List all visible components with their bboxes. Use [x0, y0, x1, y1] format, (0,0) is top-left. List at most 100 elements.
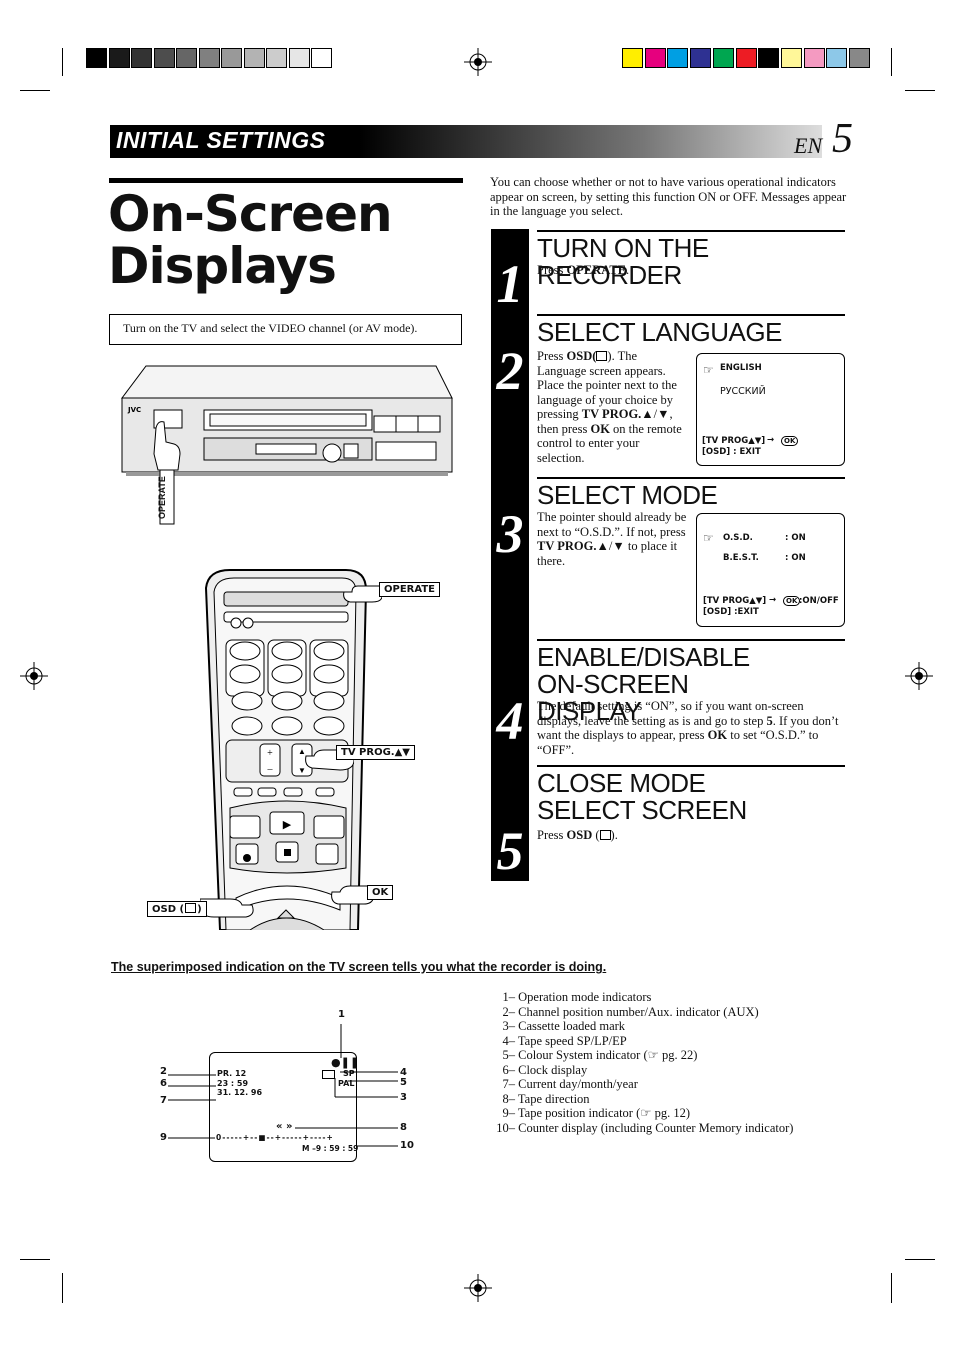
- pointer-icon: ☞: [703, 531, 714, 545]
- body-key: OK: [707, 728, 728, 742]
- gray-swatch: [86, 48, 107, 68]
- step-number: 3: [496, 504, 524, 564]
- body-text: , then press: [537, 407, 673, 436]
- legend-text: Counter display (including Counter Memor…: [515, 1120, 794, 1135]
- step-heading: TURN ON THE RECORDER: [537, 233, 709, 290]
- crop-mark: [891, 1273, 892, 1303]
- title-rule: [109, 178, 463, 183]
- color-swatch: [712, 48, 734, 68]
- crop-mark: [20, 90, 50, 91]
- crop-mark: [891, 48, 892, 76]
- language-label: EN: [794, 133, 823, 158]
- step-heading: SELECT LANGUAGE: [537, 317, 782, 347]
- section-header-band: [110, 125, 822, 158]
- body-key: OSD: [566, 349, 593, 363]
- body-text: (: [592, 828, 600, 842]
- registration-mark-icon: [905, 662, 933, 690]
- counter-display: M –9 : 59 : 59: [302, 1144, 359, 1153]
- step-number: 5: [496, 821, 524, 881]
- arrow-right-icon: →: [769, 595, 777, 605]
- screen-footer: [OSD] :EXIT: [703, 607, 759, 617]
- hand-pointer-icon: [343, 585, 382, 603]
- legend-item: 3– Cassette loaded mark: [490, 1019, 626, 1034]
- cassette-icon: [322, 1070, 335, 1079]
- callout-number: 4: [400, 1067, 407, 1078]
- svg-text:▶: ▶: [283, 819, 292, 831]
- mode-screen: ☞ O.S.D. : ON B.E.S.T. : ON [TV PROG▲▼] …: [696, 513, 845, 627]
- ok-icon: OK: [781, 436, 799, 446]
- remote-ok-label: OK: [367, 885, 394, 900]
- svg-text:–: –: [267, 764, 274, 775]
- callout-number: 3: [400, 1092, 407, 1103]
- legend-number: 9–: [502, 1106, 516, 1120]
- reference-pointer-icon: ☞: [640, 1106, 655, 1120]
- color-swatch: [758, 48, 780, 68]
- legend-number: 4–: [502, 1033, 516, 1048]
- body-key: 5: [766, 713, 773, 728]
- svg-text:+: +: [267, 748, 273, 759]
- step-rule: [537, 765, 845, 767]
- step-body: Press OPERATE.: [537, 263, 837, 278]
- body-key: OPERATE: [566, 263, 627, 277]
- ok-icon: OK: [783, 596, 801, 606]
- legend-text: Operation mode indicators: [515, 990, 652, 1004]
- gray-swatch: [198, 48, 220, 68]
- page-title: On-Screen Displays: [108, 185, 393, 295]
- body-text: Press: [537, 349, 567, 363]
- crop-mark: [62, 48, 63, 76]
- body-text: to place it there.: [537, 539, 678, 568]
- osd-icon: [185, 903, 197, 913]
- legend-text: Colour System indicator (: [515, 1048, 648, 1062]
- body-text: on the remote control to enter your sele…: [537, 421, 682, 465]
- body-key: TV PROG.▲: [581, 407, 654, 421]
- legend-item: 4– Tape speed SP/LP/EP: [490, 1034, 627, 1049]
- step-body: The default setting is “ON”, so if you w…: [537, 699, 839, 757]
- legend-number: 6–: [502, 1062, 516, 1077]
- colour-system: PAL: [338, 1079, 355, 1088]
- osd-icon: [599, 830, 611, 840]
- legend-number: 3–: [502, 1019, 516, 1033]
- step-number-bar: [491, 229, 529, 881]
- arrow-right-icon: →: [767, 435, 775, 445]
- hand-pointer-icon: [200, 898, 254, 918]
- body-text: . If you don’t want the displays to appe…: [537, 713, 839, 743]
- remote-operate-label: OPERATE: [379, 582, 440, 597]
- legend-text: Tape direction: [515, 1091, 590, 1106]
- body-text: to set “O.S.D.” to “OFF”.: [537, 728, 819, 757]
- callout-number: 10: [400, 1140, 414, 1151]
- legend-text: Tape speed SP/LP/EP: [515, 1033, 627, 1048]
- legend-number: 1–: [502, 990, 516, 1004]
- body-text: Press: [537, 828, 567, 842]
- screen-footer: [OSD] : EXIT: [702, 447, 761, 457]
- language-screen: ☞ ENGLISH РУССКИЙ [TV PROG▲▼] → OK [OSD]…: [696, 353, 845, 466]
- vcr-illustration: JVC: [121, 365, 453, 525]
- color-swatch: [803, 48, 825, 68]
- indication-title: The superimposed indication on the TV sc…: [111, 960, 607, 974]
- tape-direction-icon: « »: [276, 1121, 293, 1132]
- intro-text: You can choose whether or not to have va…: [490, 175, 847, 218]
- callout-number: 1: [338, 1009, 345, 1020]
- mode-value: : ON: [785, 553, 806, 563]
- osd-label-text: OSD (: [152, 904, 185, 915]
- legend-number: 5–: [502, 1048, 516, 1062]
- legend-text: Cassette loaded mark: [515, 1019, 626, 1033]
- pause-icon: ●❚❚: [331, 1056, 360, 1069]
- crop-mark: [905, 90, 935, 91]
- reference-pointer-icon: ☞: [647, 1048, 662, 1062]
- legend-page-ref: pg. 22): [661, 1048, 698, 1062]
- mode-value: : ON: [785, 533, 806, 543]
- vcr-operate-label: OPERATE: [157, 476, 167, 520]
- body-key: TV PROG.▲: [537, 539, 609, 553]
- svg-text:▲: ▲: [298, 747, 306, 756]
- step-number: 1: [496, 254, 524, 314]
- gray-swatch: [131, 48, 152, 68]
- step-number: 4: [496, 691, 524, 751]
- body-key: ▼: [657, 407, 670, 421]
- body-text: ). The Language screen appears. Place th…: [537, 349, 677, 421]
- tape-position-bar: 0 - - - - - + - - ■ - - + - - - - - + - …: [216, 1133, 333, 1142]
- gray-swatch: [243, 48, 265, 68]
- screen-footer-value: :ON/OFF: [799, 596, 839, 606]
- callout-number: 5: [400, 1077, 407, 1088]
- registration-mark-icon: [464, 1274, 492, 1302]
- legend-text: Channel position number/Aux. indicator (…: [515, 1004, 759, 1019]
